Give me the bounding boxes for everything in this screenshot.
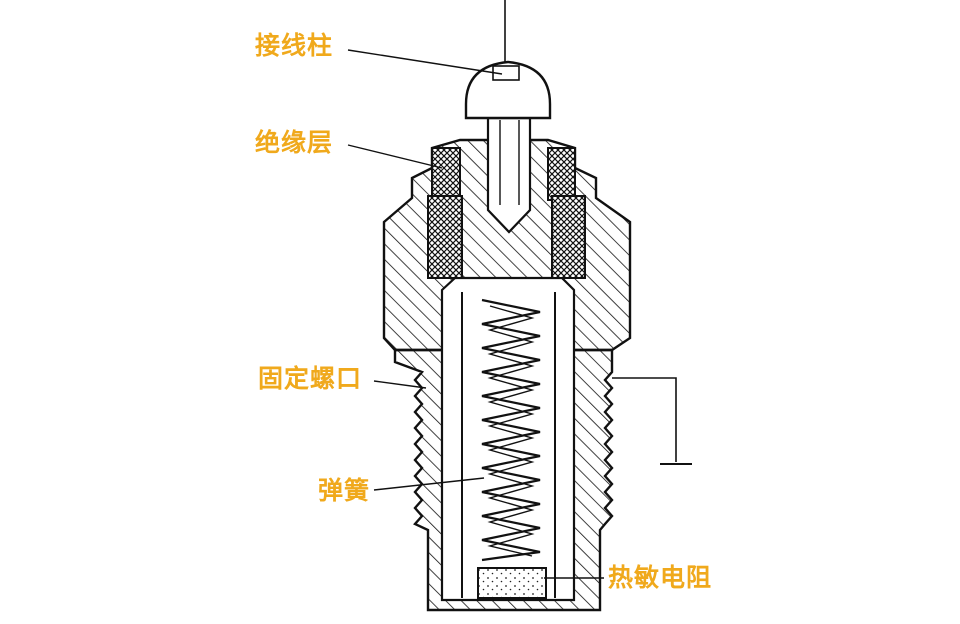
label-insulation: 绝缘层 bbox=[255, 128, 334, 157]
leader-insulation bbox=[347, 144, 443, 169]
leader-thread bbox=[373, 380, 427, 389]
label-terminal: 接线柱 bbox=[255, 31, 334, 60]
ground-wire bbox=[612, 377, 677, 462]
insulation-left-upper bbox=[431, 147, 461, 201]
spring-coil bbox=[481, 298, 541, 562]
thermistor-element bbox=[477, 567, 547, 599]
leader-terminal bbox=[347, 49, 503, 75]
insulation-right-lower bbox=[551, 195, 586, 279]
terminal-post bbox=[486, 116, 532, 234]
label-thread: 固定螺口 bbox=[258, 364, 363, 393]
spring-coil-inner bbox=[487, 305, 535, 557]
leader-spring bbox=[373, 477, 485, 491]
insulation-right-upper bbox=[547, 147, 576, 201]
insulation-left-lower bbox=[427, 195, 463, 279]
terminal-cap bbox=[464, 60, 552, 120]
label-thermistor: 热敏电阻 bbox=[608, 563, 713, 592]
label-spring: 弹簧 bbox=[318, 476, 371, 505]
